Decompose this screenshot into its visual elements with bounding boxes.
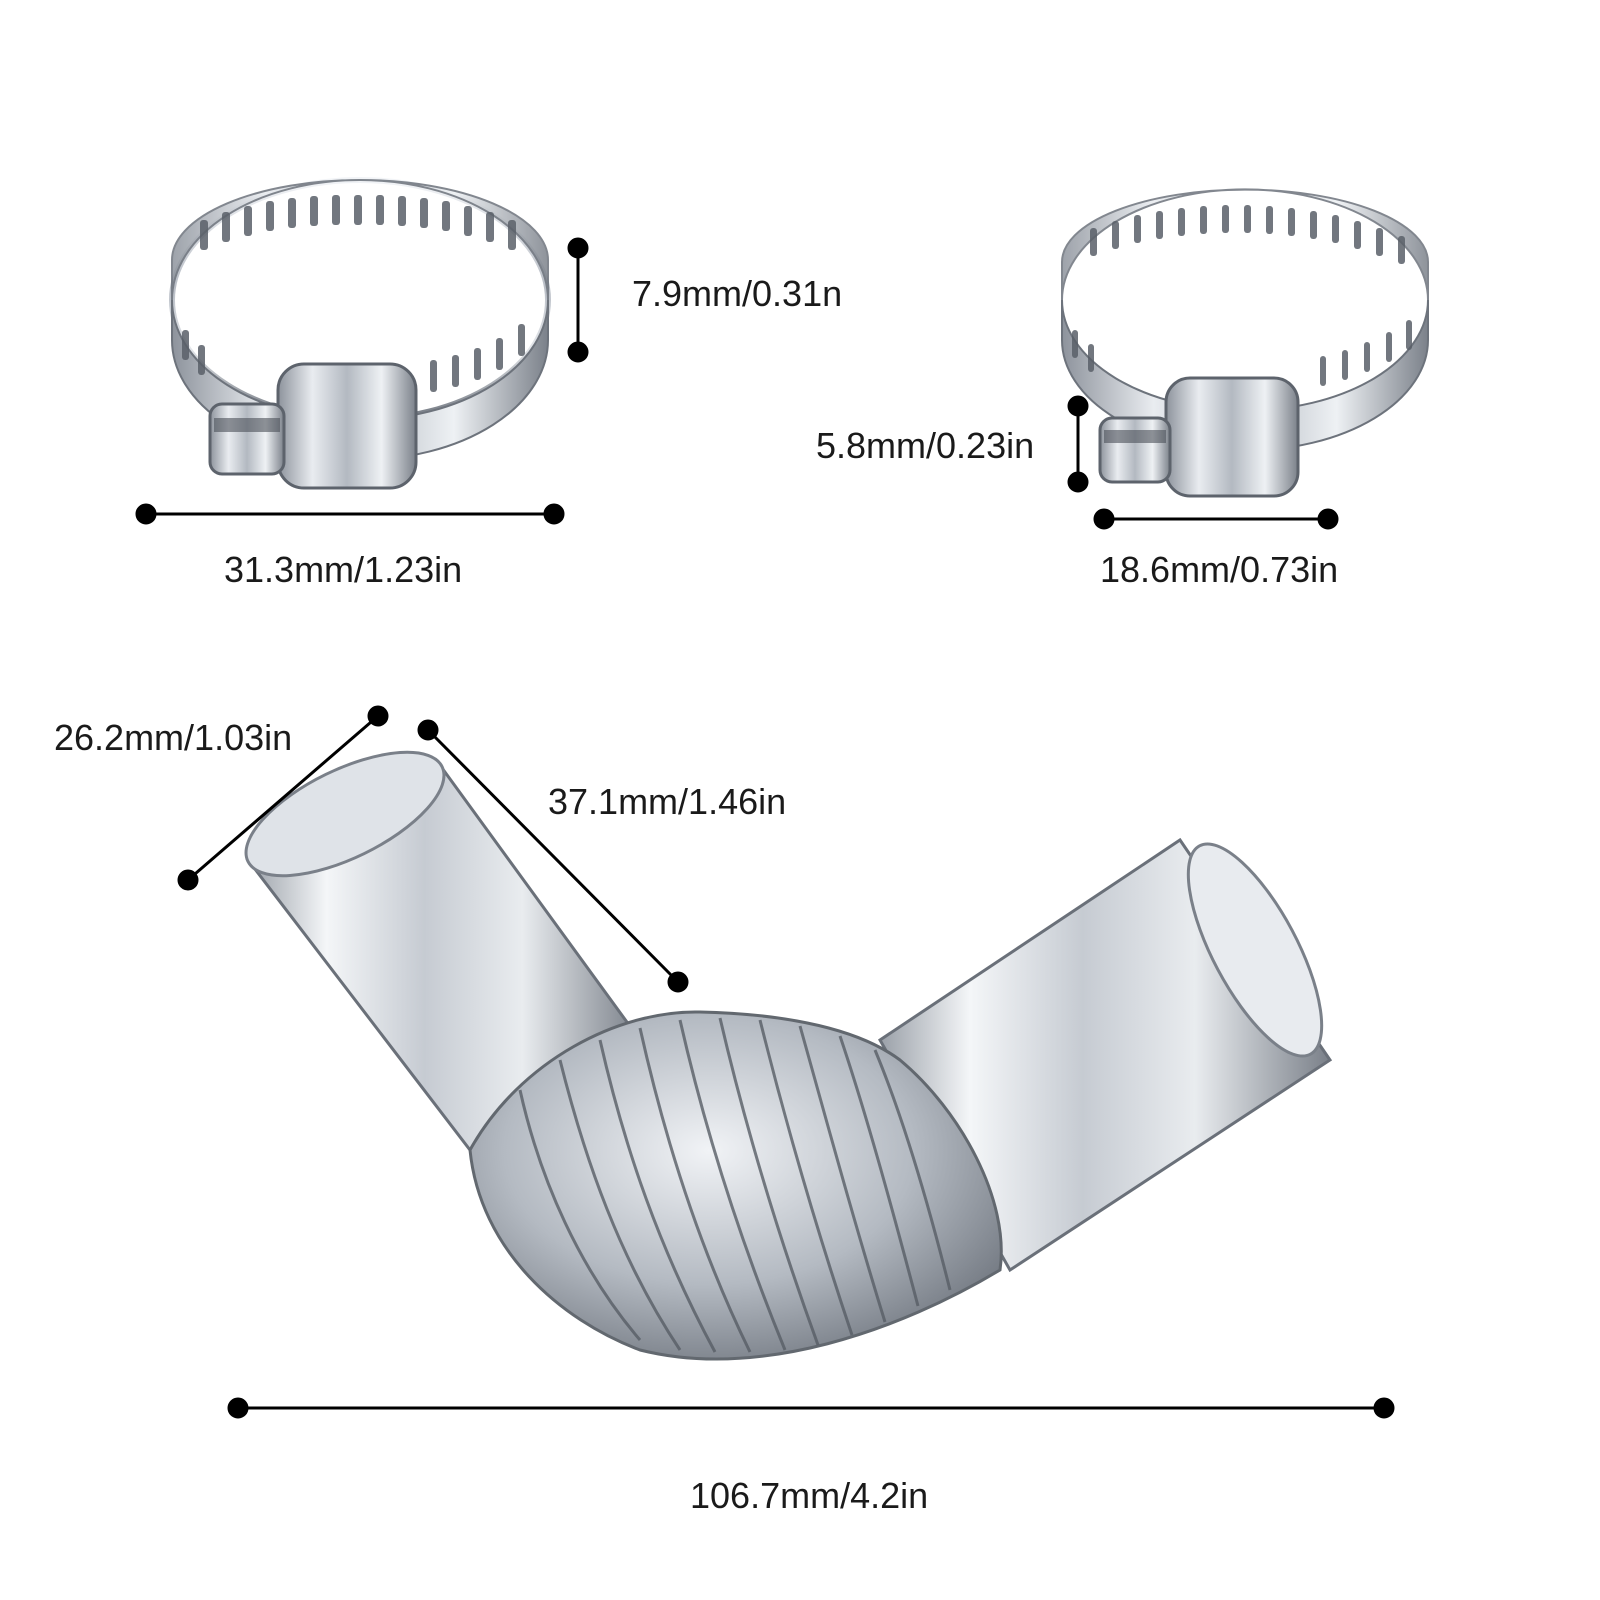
label-elbow-outer-diameter: 26.2mm/1.03in <box>54 717 293 758</box>
label-elbow-total-width: 106.7mm/4.2in <box>690 1475 929 1516</box>
hose-clamp-large <box>169 177 551 490</box>
dimension-elbow-total-width <box>227 1397 1395 1419</box>
hose-clamp-small <box>1061 188 1429 498</box>
label-elbow-pipe-length: 37.1mm/1.46in <box>548 781 787 822</box>
dimension-elbow-pipe-length <box>417 719 689 993</box>
clamp-screw-housing <box>1098 376 1300 498</box>
exhaust-elbow-pipe <box>244 750 1333 1361</box>
clamp-slots <box>1072 205 1412 386</box>
dimension-elbow-outer-diameter <box>177 705 389 891</box>
label-clamp-large-height: 7.9mm/0.31n <box>632 273 843 314</box>
label-clamp-small-height: 5.8mm/0.23in <box>816 425 1035 466</box>
clamp-screw-housing <box>208 362 418 490</box>
clamp-slots <box>182 195 525 392</box>
dimension-lines <box>135 237 1395 1419</box>
label-clamp-small-diameter: 18.6mm/0.73in <box>1100 549 1339 590</box>
dimension-clamp-large-diameter <box>135 503 565 525</box>
label-clamp-large-diameter: 31.3mm/1.23in <box>224 549 463 590</box>
bellows-ridges <box>518 1017 952 1353</box>
dimension-clamp-large-height <box>567 237 589 363</box>
dimension-clamp-small-height <box>1067 395 1089 493</box>
dimension-clamp-small-diameter <box>1093 508 1339 530</box>
